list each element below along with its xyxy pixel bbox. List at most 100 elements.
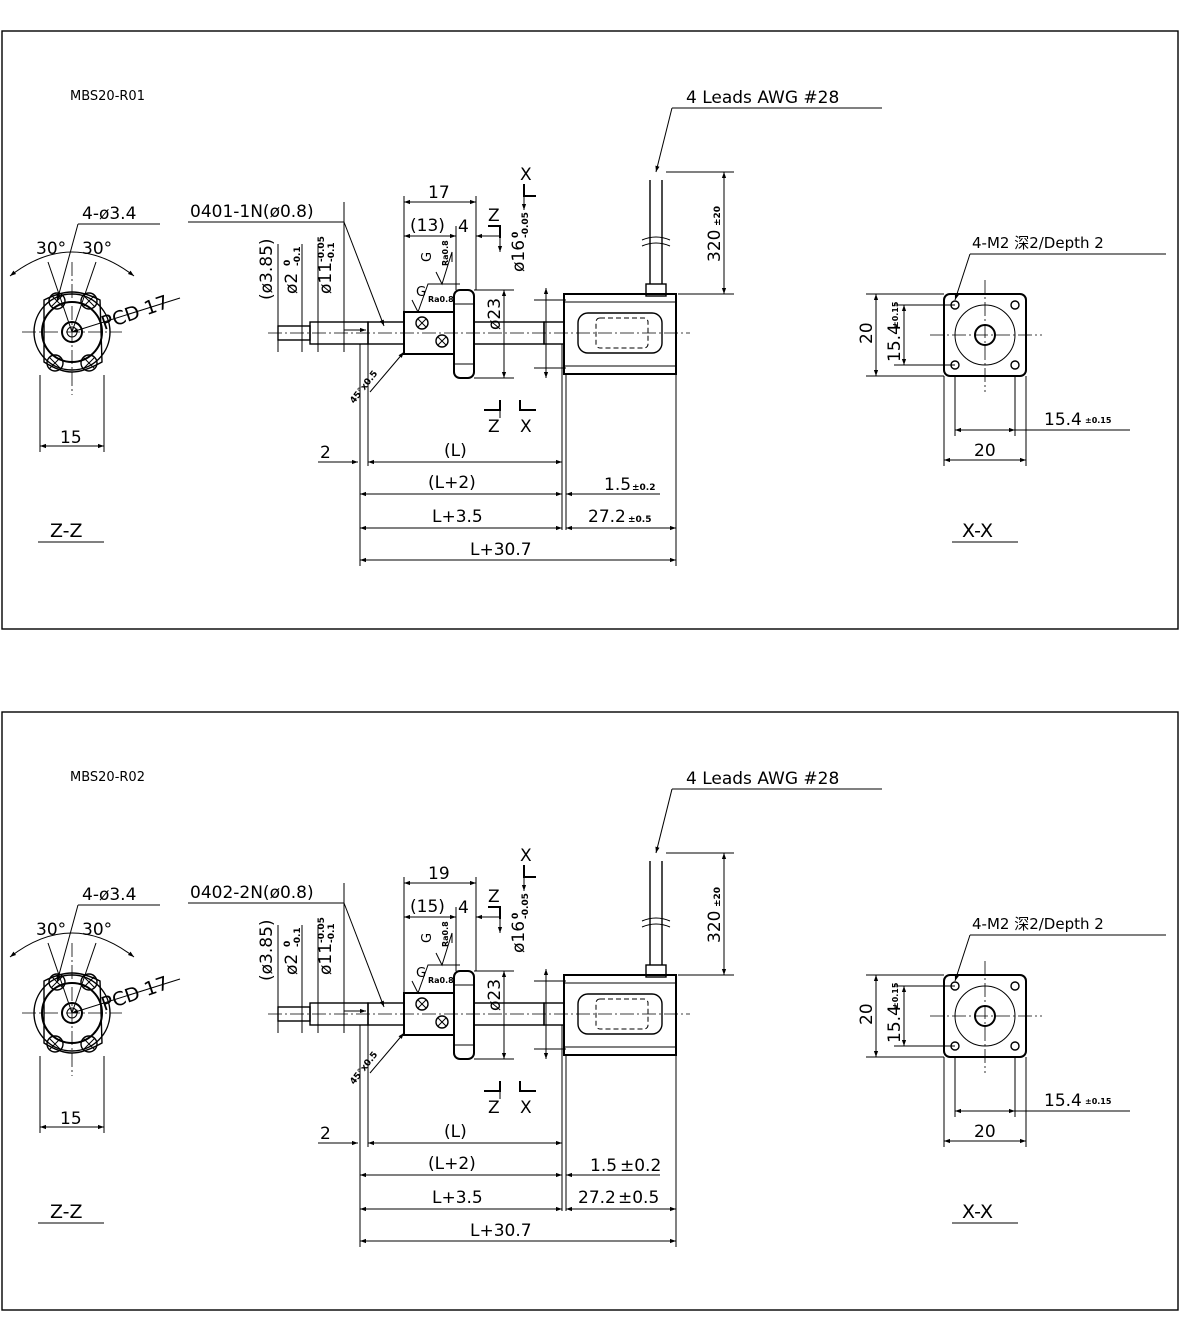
- angle-left-label: 30°: [36, 239, 66, 259]
- dia-16-label: ø16: [509, 921, 529, 953]
- dim-15-tol: ±0.2: [620, 1156, 661, 1176]
- panel-labels: MBS20-R02 4 Leads AWG #28 4-ø3.4 30° 30°…: [36, 769, 1112, 1241]
- dia-23-label: ø23: [485, 298, 505, 330]
- dim-15-label: 1.5: [604, 475, 631, 495]
- flange-thickness-label: 4: [458, 898, 469, 918]
- nut-length-label: 17: [428, 183, 450, 203]
- m2-spec-label: 4-M2 深2/Depth 2: [972, 234, 1104, 252]
- holes-label: 4-ø3.4: [82, 885, 136, 905]
- lead-length-tol: ±20: [713, 887, 723, 907]
- model-label: MBS20-R01: [70, 89, 145, 104]
- lead-length-tol: ±20: [713, 206, 723, 226]
- dim-l-label: (L): [444, 441, 467, 461]
- xx-width-label: 20: [974, 1122, 996, 1142]
- holes-label: 4-ø3.4: [82, 204, 136, 224]
- angle-right-label: 30°: [82, 239, 112, 259]
- xx-section-label: X-X: [962, 1201, 993, 1223]
- lead-length-label: 320: [705, 911, 725, 943]
- g-mark-1: G: [420, 252, 435, 262]
- pcd-label: PCD 17: [98, 291, 171, 334]
- g-mark-1: G: [420, 933, 435, 943]
- dia-16-label: ø16: [509, 240, 529, 272]
- model-label: MBS20-R02: [70, 770, 145, 785]
- zz-section-label: Z-Z: [50, 520, 83, 542]
- section-x-top-label: X: [520, 846, 532, 866]
- dia-2-label: ø2: [282, 273, 302, 294]
- dim-l2-label: (L+2): [428, 473, 476, 493]
- panel-labels: MBS20-R01 4 Leads AWG #28 4-ø3.4 30° 30°…: [36, 88, 1112, 560]
- roughness-mark-2: Ra0.8: [428, 295, 454, 304]
- section-z-bottom-label: Z: [488, 1098, 500, 1118]
- xx-inner-width-label: 15.4: [1044, 1091, 1082, 1111]
- section-z-top-label: Z: [488, 887, 500, 907]
- roughness-mark-1: Ra0.8: [441, 921, 450, 947]
- dim-l-label: (L): [444, 1122, 467, 1142]
- dia-16-tol-down: -0.05: [521, 893, 531, 919]
- section-x-bottom-label: X: [520, 1098, 532, 1118]
- m2-spec-label: 4-M2 深2/Depth 2: [972, 915, 1104, 933]
- xx-width-label: 20: [974, 441, 996, 461]
- angle-left-label: 30°: [36, 920, 66, 940]
- dim-l307-label: L+30.7: [470, 1221, 532, 1241]
- xx-section-label: X-X: [962, 520, 993, 542]
- dia-2-tol-up: 0: [283, 260, 293, 266]
- dia-16-tol-up: 0: [511, 913, 521, 919]
- dim-l35-label: L+3.5: [432, 1188, 483, 1208]
- zz-width-label: 15: [60, 428, 82, 448]
- angle-right-label: 30°: [82, 920, 112, 940]
- section-z-bottom-label: Z: [488, 417, 500, 437]
- zz-section-label: Z-Z: [50, 1201, 83, 1223]
- panel-linework: [10, 789, 1166, 1247]
- section-z-top-label: Z: [488, 206, 500, 226]
- dim-272-tol: ±0.5: [618, 1188, 659, 1208]
- xx-inner-height-label: 15.4: [885, 1005, 905, 1043]
- xx-inner-height-label: 15.4: [885, 324, 905, 362]
- drawing-panel-r01: MBS20-R01 4 Leads AWG #28 4-ø3.4 30° 30°…: [1, 30, 1179, 630]
- section-x-bottom-label: X: [520, 417, 532, 437]
- nut-length-label: 19: [428, 864, 450, 884]
- dim-272-label: 27.2: [588, 507, 626, 527]
- nut-inner-label: (15): [410, 897, 445, 917]
- dia-16-tol-up: 0: [511, 232, 521, 238]
- dim-2-label: 2: [320, 443, 331, 463]
- lead-length-label: 320: [705, 230, 725, 262]
- dim-272-label: 27.2: [578, 1188, 616, 1208]
- dia-2-tol-down: -0.1: [293, 246, 303, 266]
- nut-inner-label: (13): [410, 216, 445, 236]
- xx-inner-height-tol: ±0.15: [891, 982, 900, 1009]
- panel-frame: [1, 30, 1179, 630]
- screw-spec-label: 0401-1N(ø0.8): [190, 202, 314, 222]
- dia-11-tol-down: -0.1: [327, 242, 337, 262]
- dia-11-tol-down: -0.1: [327, 923, 337, 943]
- dia-11-tol-up: -0.05: [317, 236, 327, 262]
- dia-2-label: ø2: [282, 954, 302, 975]
- dia-11-label: ø11: [316, 943, 336, 975]
- xx-inner-height-tol: ±0.15: [891, 301, 900, 328]
- chamfer-label: 45°x0.5: [348, 1050, 380, 1087]
- g-mark-2: G: [416, 966, 426, 981]
- xx-inner-width-tol: ±0.15: [1085, 1097, 1112, 1106]
- dia-385-label: (ø3.85): [257, 238, 277, 300]
- flange-thickness-label: 4: [458, 217, 469, 237]
- g-mark-2: G: [416, 285, 426, 300]
- xx-inner-width-label: 15.4: [1044, 410, 1082, 430]
- dim-l2-label: (L+2): [428, 1154, 476, 1174]
- panel-linework: [10, 108, 1166, 566]
- xx-inner-width-tol: ±0.15: [1085, 416, 1112, 425]
- dim-272-tol: ±0.5: [628, 515, 651, 525]
- dim-15-label: 1.5: [590, 1156, 617, 1176]
- xx-height-label: 20: [857, 322, 877, 344]
- chamfer-label: 45°x0.5: [348, 369, 380, 406]
- dia-2-tol-up: 0: [283, 941, 293, 947]
- xx-height-label: 20: [857, 1003, 877, 1025]
- leads-label: 4 Leads AWG #28: [686, 88, 839, 108]
- zz-width-label: 15: [60, 1109, 82, 1129]
- dim-2-label: 2: [320, 1124, 331, 1144]
- dia-23-label: ø23: [485, 979, 505, 1011]
- section-x-top-label: X: [520, 165, 532, 185]
- pcd-label: PCD 17: [98, 972, 171, 1015]
- roughness-mark-2: Ra0.8: [428, 976, 454, 985]
- dia-16-tol-down: -0.05: [521, 212, 531, 238]
- dia-11-label: ø11: [316, 262, 336, 294]
